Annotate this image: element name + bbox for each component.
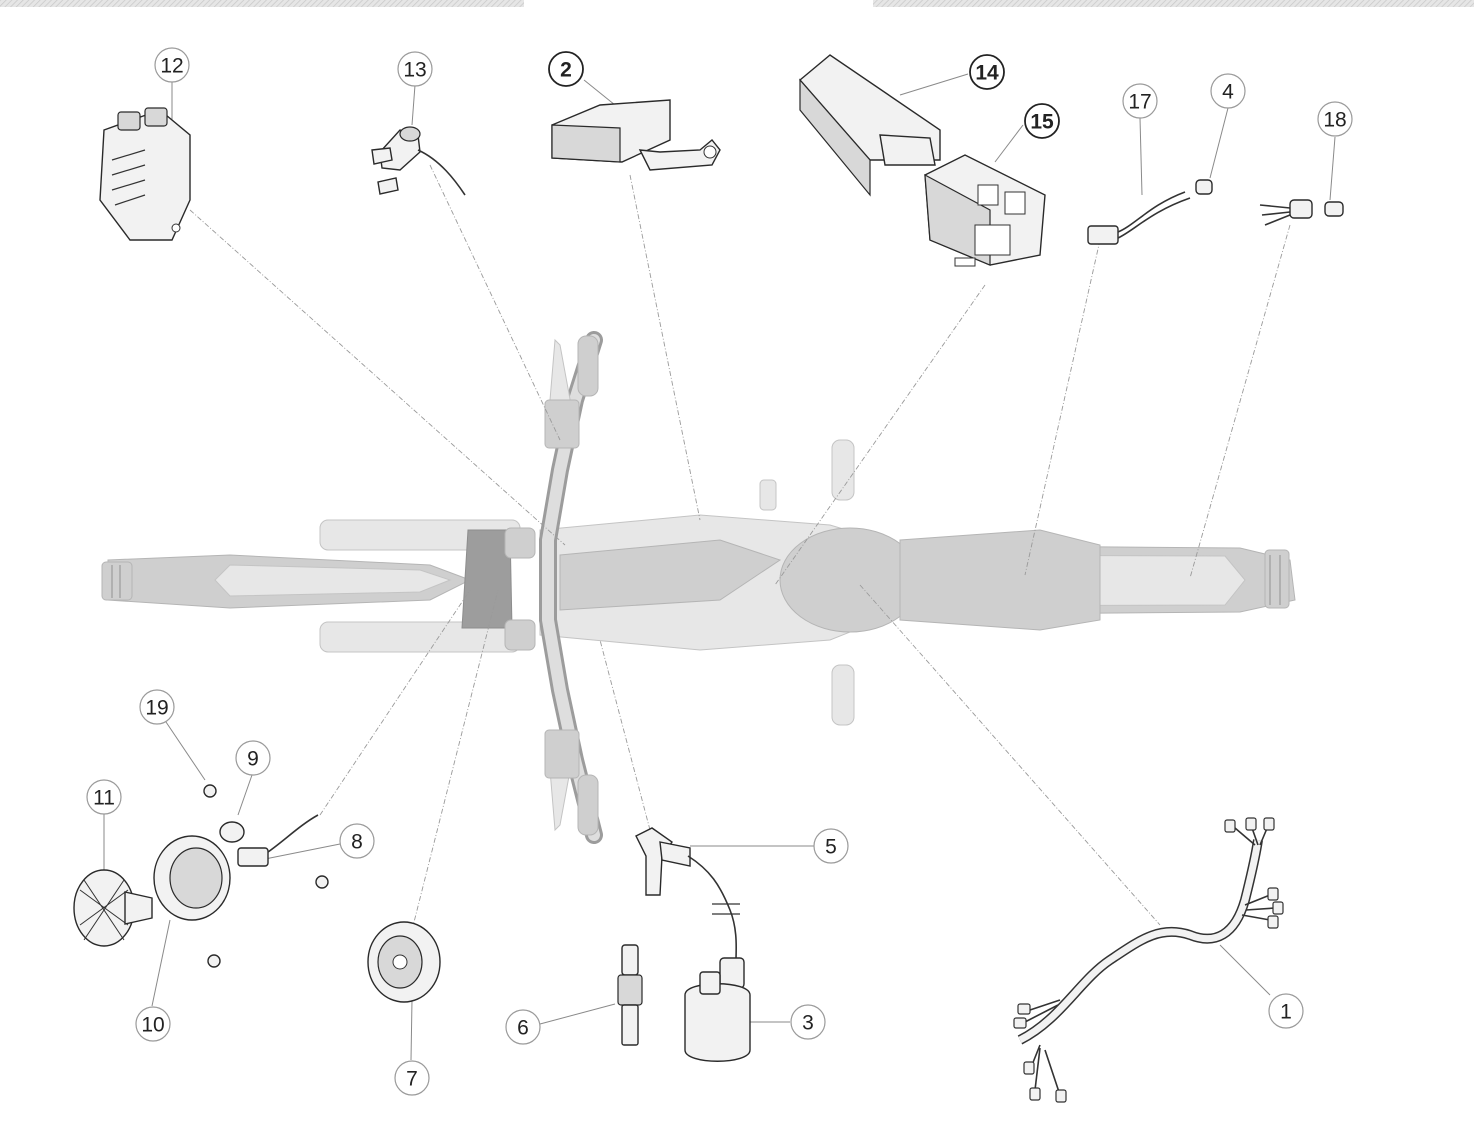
callout-number: 5 (825, 836, 837, 859)
callout-number: 14 (975, 62, 999, 85)
callout-9: 9 (235, 740, 271, 776)
part-5-plug-cap (635, 827, 740, 961)
callout-circle (1122, 83, 1158, 119)
callout-2: 2 (548, 51, 584, 87)
callout-number: 10 (141, 1014, 164, 1037)
part-17-tail-connector (1087, 191, 1191, 245)
callout-circle (548, 51, 584, 87)
callout-8: 8 (339, 823, 375, 859)
callout-17: 17 (1122, 83, 1158, 119)
callout-number: 7 (406, 1068, 418, 1091)
callout-number: 17 (1128, 91, 1151, 114)
callout-7: 7 (394, 1060, 430, 1096)
callout-12: 12 (154, 47, 190, 83)
callout-circle (505, 1009, 541, 1045)
callout-number: 2 (560, 59, 572, 82)
callout-number: 11 (93, 787, 115, 810)
callout-number: 13 (403, 59, 426, 82)
part-15-battery (924, 154, 1046, 267)
callout-circle (813, 828, 849, 864)
part-8-connector (237, 814, 319, 867)
callout-circle (1024, 103, 1060, 139)
callout-15: 15 (1024, 103, 1060, 139)
callout-circle (235, 740, 271, 776)
callout-5: 5 (813, 828, 849, 864)
callout-circle (1317, 101, 1353, 137)
part-11-headlight-lens (73, 869, 153, 947)
callout-number: 8 (351, 831, 363, 854)
motorcycle-top-view (101, 331, 1296, 844)
callout-circle (339, 823, 375, 859)
callout-19: 19 (139, 689, 175, 725)
callout-10: 10 (135, 1006, 171, 1042)
callout-11: 11 (86, 779, 122, 815)
part-4-grommet (1195, 179, 1213, 195)
part-1-wiring-harness (1013, 817, 1284, 1103)
part-9-grommet (219, 821, 245, 843)
part-14-battery-box (799, 54, 941, 197)
callout-number: 18 (1323, 109, 1346, 132)
part-19-screws (203, 784, 329, 968)
callout-1: 1 (1268, 993, 1304, 1029)
callout-13: 13 (397, 51, 433, 87)
callout-number: 12 (160, 55, 183, 78)
callout-number: 19 (145, 697, 168, 720)
callout-number: 15 (1030, 111, 1054, 134)
callout-circle (397, 51, 433, 87)
callout-circle (1210, 73, 1246, 109)
callout-6: 6 (505, 1009, 541, 1045)
callout-number: 9 (247, 748, 259, 771)
callout-number: 4 (1222, 81, 1234, 104)
header-bar-left (0, 0, 524, 7)
callout-14: 14 (969, 54, 1005, 90)
part-10-headlight-housing (153, 835, 231, 921)
part-2-cdi-box (551, 99, 721, 171)
callout-number: 3 (802, 1012, 814, 1035)
callout-3: 3 (790, 1004, 826, 1040)
part-18-tail-bulb (1259, 199, 1344, 226)
callout-number: 6 (517, 1017, 529, 1040)
callout-number: 1 (1280, 1001, 1292, 1024)
callout-circle (969, 54, 1005, 90)
callout-4: 4 (1210, 73, 1246, 109)
callout-circle (139, 689, 175, 725)
part-6-spark-plug (617, 944, 643, 1046)
callout-circle (394, 1060, 430, 1096)
header-bar-right (873, 0, 1474, 7)
part-3-ignition-coil (684, 957, 751, 1062)
callout-circle (154, 47, 190, 83)
part-13-clutch-switch (371, 126, 466, 196)
callout-18: 18 (1317, 101, 1353, 137)
callout-circle (135, 1006, 171, 1042)
callout-circle (790, 1004, 826, 1040)
part-7-horn (367, 921, 441, 1003)
leader-lines (103, 73, 1336, 1061)
callout-circle (1268, 993, 1304, 1029)
part-12-handlebar-switch (99, 107, 191, 241)
callout-circle (86, 779, 122, 815)
